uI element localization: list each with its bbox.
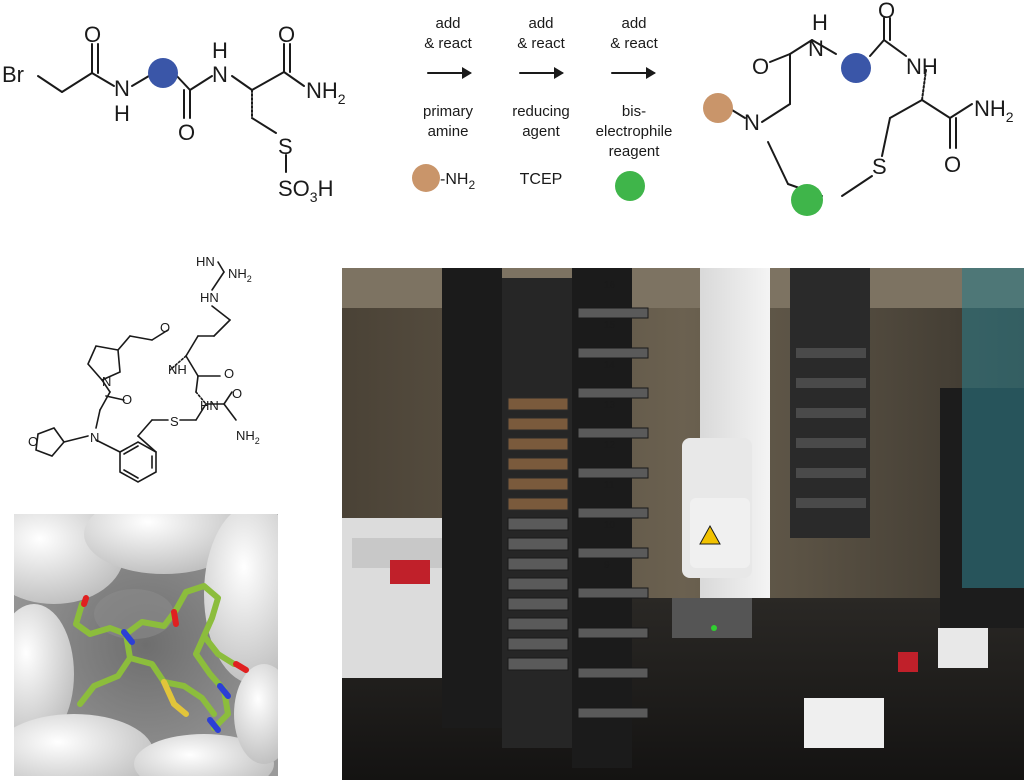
example-macrocycle-structure: HN NH2 HN O N NH O O HN O N S NH2 O — [28, 254, 260, 483]
right-arrow-icon — [462, 67, 656, 79]
step-add-label: add — [435, 15, 460, 32]
reaction-scheme: Br O N H O H N O NH2 S SO3H add & react … — [2, 0, 1014, 216]
atom-label: N — [102, 374, 111, 389]
atom-label: O — [122, 392, 132, 407]
reagent-label: agent — [522, 123, 560, 140]
reagent-label: primary — [423, 103, 474, 120]
atom-label: HN — [200, 398, 219, 413]
atom-label: O — [178, 120, 195, 145]
atom-label: O — [160, 320, 170, 335]
atom-label: S — [170, 414, 179, 429]
atom-label: NH2 — [236, 428, 260, 446]
warning-triangle-icon — [699, 524, 721, 545]
atom-label: NH2 — [974, 96, 1014, 125]
rack-number: 16 — [604, 280, 616, 291]
atom-label: SO3H — [278, 176, 333, 205]
automation-robot-photo: 16 15 14 13 12 11 10 9 — [342, 268, 1024, 780]
atom-label: N — [744, 110, 760, 135]
atom-label: O — [232, 386, 242, 401]
atom-label: H — [114, 101, 130, 126]
atom-label: N — [808, 36, 824, 61]
binding-pocket-image — [14, 514, 278, 776]
atom-label: S — [872, 154, 887, 179]
atom-label: O — [278, 22, 295, 47]
atom-label: NH2 — [306, 78, 346, 107]
step-react-label: & react — [610, 35, 658, 52]
rack-number: 15 — [604, 320, 616, 331]
atom-label: Br — [2, 62, 24, 87]
amine-tan-circle — [703, 93, 733, 123]
step-add-label: add — [528, 15, 553, 32]
amine-symbol-label: -NH2 — [440, 171, 475, 192]
atom-label: S — [278, 134, 293, 159]
rack-number: 11 — [604, 480, 615, 491]
rack-number: 12 — [604, 440, 616, 451]
atom-label: H — [812, 10, 828, 35]
atom-label: O — [224, 366, 234, 381]
tcep-label: TCEP — [520, 171, 563, 188]
amine-tan-circle — [412, 164, 440, 192]
atom-label: N — [90, 430, 99, 445]
step-react-label: & react — [517, 35, 565, 52]
rack-number: 10 — [604, 520, 616, 531]
atom-label: O — [84, 22, 101, 47]
reagent-label: reducing — [512, 103, 570, 120]
robot-photo-illustration: 16 15 14 13 12 11 10 9 — [342, 268, 1024, 780]
atom-label: O — [28, 434, 38, 449]
atom-label: O — [752, 54, 769, 79]
monomer-blue-circle — [841, 53, 871, 83]
atom-label: H — [212, 38, 228, 63]
rack-number: 14 — [604, 360, 616, 371]
reagent-label: reagent — [609, 143, 661, 160]
protein-surface-render — [14, 514, 278, 776]
step-react-label: & react — [424, 35, 472, 52]
atom-label: NH — [906, 54, 938, 79]
atom-label: HN — [200, 290, 219, 305]
atom-label: N — [114, 76, 130, 101]
rack-number: 9 — [604, 560, 610, 571]
rack-number: 13 — [604, 400, 616, 411]
reagent-label: bis- — [622, 103, 646, 120]
reagent-label: amine — [428, 123, 469, 140]
atom-label: NH2 — [228, 266, 252, 284]
step-add-label: add — [621, 15, 646, 32]
electrophile-green-circle — [791, 184, 823, 216]
monomer-blue-circle — [148, 58, 178, 88]
atom-label: O — [878, 0, 895, 23]
reagent-label: electrophile — [596, 123, 673, 140]
atom-label: HN — [196, 254, 215, 269]
atom-label: N — [212, 62, 228, 87]
atom-label: O — [944, 152, 961, 177]
atom-label: NH — [168, 362, 187, 377]
electrophile-green-circle — [615, 171, 645, 201]
